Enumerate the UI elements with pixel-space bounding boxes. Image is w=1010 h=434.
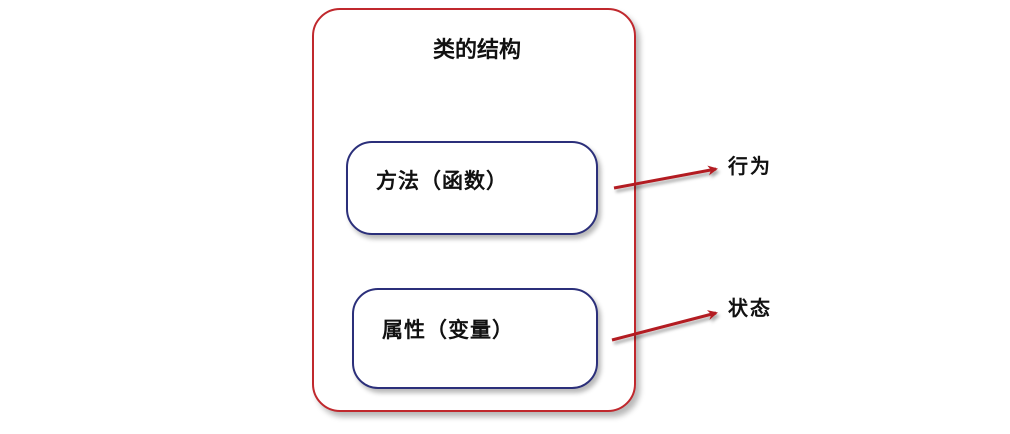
- methods-box: 方法（函数）: [346, 141, 598, 235]
- state-arrow: [611, 310, 718, 342]
- methods-label: 方法（函数）: [376, 169, 508, 193]
- state-label: 状态: [728, 296, 772, 320]
- attributes-label: 属性（变量）: [382, 318, 514, 342]
- behavior-label: 行为: [728, 154, 772, 178]
- attributes-box: 属性（变量）: [352, 288, 598, 389]
- class-structure-title: 类的结构: [432, 38, 521, 63]
- behavior-arrow: [613, 165, 718, 190]
